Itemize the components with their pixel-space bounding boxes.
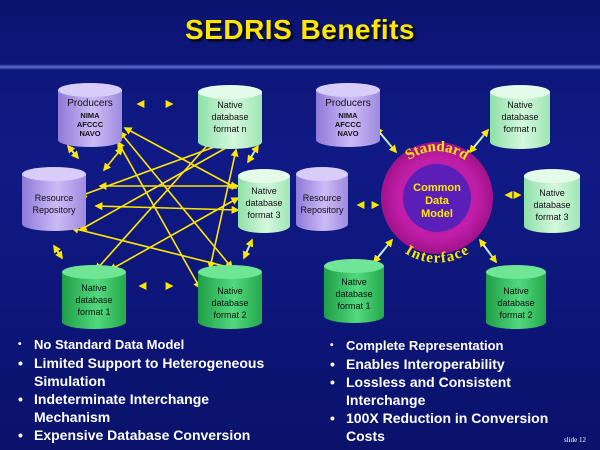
left-native-3-line-2: database: [245, 198, 282, 208]
title-divider: [0, 64, 600, 70]
left-native-1-line-3: format 1: [77, 307, 110, 317]
right-native-1-cylinder: Native database format 1: [324, 259, 384, 323]
left-producers-cylinder: Producers NIMA AFCCC NAVO: [58, 83, 122, 147]
right-native-1-line-3: format 1: [337, 301, 370, 311]
left-resource-line-1: Resource: [35, 193, 74, 203]
right-native-n-line-3: format n: [503, 124, 536, 134]
right-resource-line-2: Repository: [300, 205, 344, 215]
left-native-2-cylinder: Native database format 2: [198, 265, 262, 329]
left-producers-item-1: NIMA: [80, 111, 100, 120]
left-short-arrows: [53, 100, 259, 290]
left-producers-item-2: AFCCC: [77, 120, 104, 129]
right-native-1-line-2: database: [335, 289, 372, 299]
left-bullet-list: No Standard Data Model Limited Support t…: [18, 336, 288, 444]
hub-center-line-3: Model: [421, 208, 453, 220]
left-mesh-links: [70, 127, 242, 290]
left-native-1-line-1: Native: [81, 283, 107, 293]
left-native-n-line-2: database: [211, 112, 248, 122]
left-native-2-line-2: database: [211, 298, 248, 308]
right-producers-title: Producers: [325, 98, 371, 109]
left-native-3-cylinder: Native database format 3: [238, 169, 290, 233]
slide-number: slide 12: [564, 436, 586, 444]
right-bullet-3: Lossless and Consistent Interchange: [330, 373, 578, 409]
right-producers-cylinder: Producers NIMA AFCCC NAVO: [316, 83, 380, 147]
left-native-n-cylinder: Native database format n: [198, 85, 262, 149]
right-resource-line-1: Resource: [303, 193, 342, 203]
right-bullet-list: Complete Representation Enables Interope…: [330, 337, 578, 445]
right-native-1-line-1: Native: [341, 277, 367, 287]
left-native-2-line-3: format 2: [213, 310, 246, 320]
left-native-3-line-1: Native: [251, 186, 277, 196]
left-resource-cylinder: Resource Repository: [22, 167, 86, 231]
left-native-n-line-1: Native: [217, 100, 243, 110]
right-producers-item-1: NIMA: [338, 111, 358, 120]
right-native-n-line-2: database: [501, 112, 538, 122]
slide-title: SEDRIS Benefits: [185, 14, 415, 45]
right-native-2-line-2: database: [497, 298, 534, 308]
hub-center-line-2: Data: [425, 195, 450, 207]
right-native-2-line-3: format 2: [499, 310, 532, 320]
right-bullet-2: Enables Interoperability: [330, 355, 578, 373]
right-native-n-cylinder: Native database format n: [490, 85, 550, 149]
right-bullet-4: 100X Reduction in Conversion Costs: [330, 409, 578, 445]
right-native-3-line-1: Native: [539, 188, 565, 198]
right-resource-cylinder: Resource Repository: [296, 167, 348, 231]
right-bullet-1: Complete Representation: [330, 337, 578, 355]
left-native-1-cylinder: Native database format 1: [62, 265, 126, 329]
right-producers-item-2: AFCCC: [335, 120, 362, 129]
left-producers-title: Producers: [67, 98, 113, 109]
left-native-3-line-3: format 3: [247, 210, 280, 220]
left-bullet-3: Indeterminate Interchange Mechanism: [18, 390, 288, 426]
left-native-n-line-3: format n: [213, 124, 246, 134]
right-native-n-line-1: Native: [507, 100, 533, 110]
right-native-2-line-1: Native: [503, 286, 529, 296]
right-native-3-cylinder: Native database format 3: [524, 169, 580, 233]
right-producers-item-3: NAVO: [337, 129, 358, 138]
left-bullet-4: Expensive Database Conversion: [18, 426, 288, 444]
right-native-3-line-3: format 3: [535, 212, 568, 222]
left-bullet-1: No Standard Data Model: [18, 336, 288, 354]
left-bullet-2: Limited Support to Heterogeneous Simulat…: [18, 354, 288, 390]
common-data-model-hub: Standard Interface Common Data Model: [381, 139, 493, 267]
hub-center-line-1: Common: [413, 182, 461, 194]
left-resource-line-2: Repository: [32, 205, 76, 215]
left-producers-item-3: NAVO: [79, 129, 100, 138]
right-native-3-line-2: database: [533, 200, 570, 210]
right-native-2-cylinder: Native database format 2: [486, 265, 546, 329]
left-native-2-line-1: Native: [217, 286, 243, 296]
left-native-1-line-2: database: [75, 295, 112, 305]
